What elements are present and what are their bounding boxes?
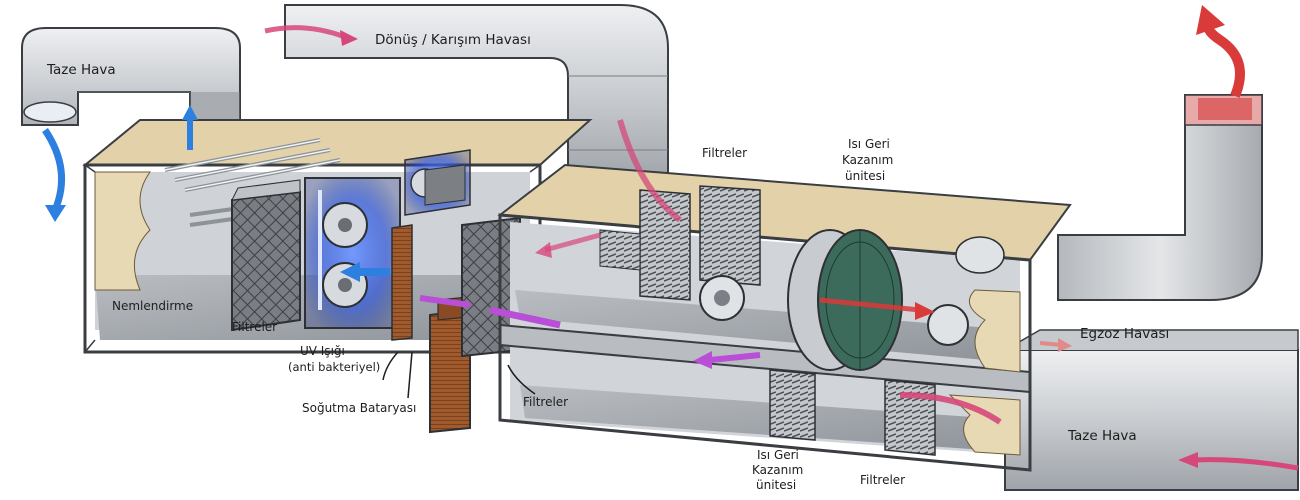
label-heat-recovery-top-2: Kazanım <box>842 153 893 167</box>
label-leaders <box>382 351 536 399</box>
label-heat-recovery-top-3: ünitesi <box>845 169 885 183</box>
upper-filters <box>599 185 761 301</box>
fresh-air-lower-duct <box>1004 329 1299 491</box>
label-filters-top: Filtreler <box>702 146 747 160</box>
label-fresh-air-right: Taze Hava <box>1067 428 1137 444</box>
heat-recovery-arrows <box>419 295 761 369</box>
label-heat-recovery-bottom-2: Kazanım <box>752 463 803 477</box>
label-heat-recovery-bottom-3: ünitesi <box>756 478 796 492</box>
supply-air-arrows <box>42 105 390 282</box>
label-humidification: Nemlendirme <box>112 299 193 313</box>
label-filters-bottom: Filtreler <box>860 473 905 487</box>
label-uv-light-2: (anti bakteriyel) <box>288 360 380 374</box>
label-uv-light-1: UV Işığı <box>300 344 345 358</box>
exhaust-stack-duct <box>1057 94 1263 301</box>
label-fresh-air-left: Taze Hava <box>46 62 116 78</box>
cooling-coil <box>391 164 479 434</box>
exhaust-arrow <box>819 5 1245 320</box>
return-air-arrows <box>264 25 1299 471</box>
label-heat-recovery-top-1: Isı Geri <box>848 137 890 151</box>
label-heat-recovery-bottom-1: Isı Geri <box>757 448 799 462</box>
label-cooling-coil: Soğutma Bataryası <box>302 401 416 415</box>
upper-fans <box>699 236 1005 346</box>
label-filters-middle: Filtreler <box>523 395 568 409</box>
label-exhaust-air: Egzoz Havası <box>1080 326 1169 342</box>
label-filters-left: Filtreler <box>232 320 277 334</box>
label-return-mix-air: Dönüş / Karışım Havası <box>375 32 531 48</box>
filter-bank-left <box>231 179 301 332</box>
